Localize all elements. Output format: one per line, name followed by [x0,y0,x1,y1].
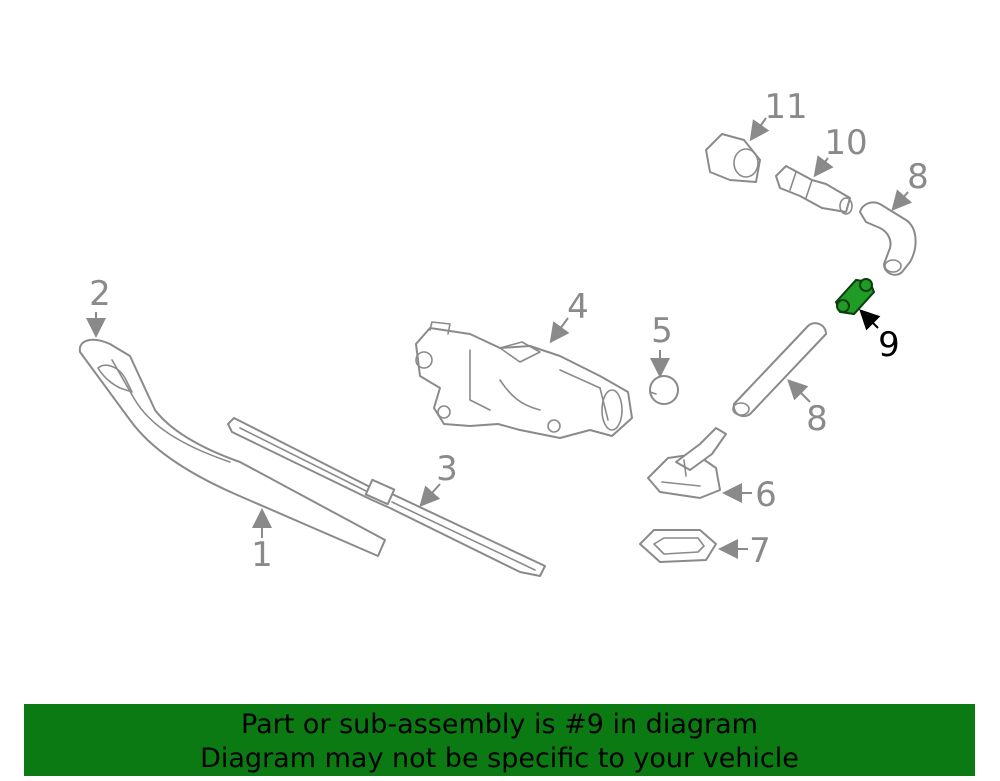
callout-8-lower: 8 [806,399,828,439]
callout-7: 7 [749,531,771,571]
callout-9: 9 [878,325,900,365]
callout-3: 3 [436,449,458,489]
callout-5: 5 [651,311,673,351]
callout-1: 1 [251,535,273,575]
gasket-part-7 [639,529,717,563]
check-valve-part-10 [775,165,853,215]
wiper-arm-part-2 [78,338,386,557]
connector-part-9 [834,278,876,316]
cap-part-5 [649,375,679,405]
banner-line-2: Diagram may not be specific to your vehi… [200,743,799,774]
parts-diagram: 1 2 3 4 5 6 7 8 9 8 10 11 [78,87,929,577]
callout-8-upper: 8 [907,157,929,197]
banner-line-1: Part or sub-assembly is #9 in diagram [241,709,758,740]
leader-lines [86,117,913,559]
callout-11: 11 [764,87,807,127]
hose-part-8-upper [859,201,917,276]
grommet-part-11 [705,133,761,183]
wiper-motor-part-4 [415,321,633,439]
wiper-blade-part-3 [227,417,546,577]
callout-10: 10 [824,123,867,163]
callout-6: 6 [755,475,777,515]
info-banner: Part or sub-assembly is #9 in diagram Di… [24,704,975,776]
washer-nozzle-part-6 [647,427,727,499]
hose-part-8-lower [732,322,827,418]
callout-4: 4 [567,287,589,327]
callout-2: 2 [89,274,111,314]
